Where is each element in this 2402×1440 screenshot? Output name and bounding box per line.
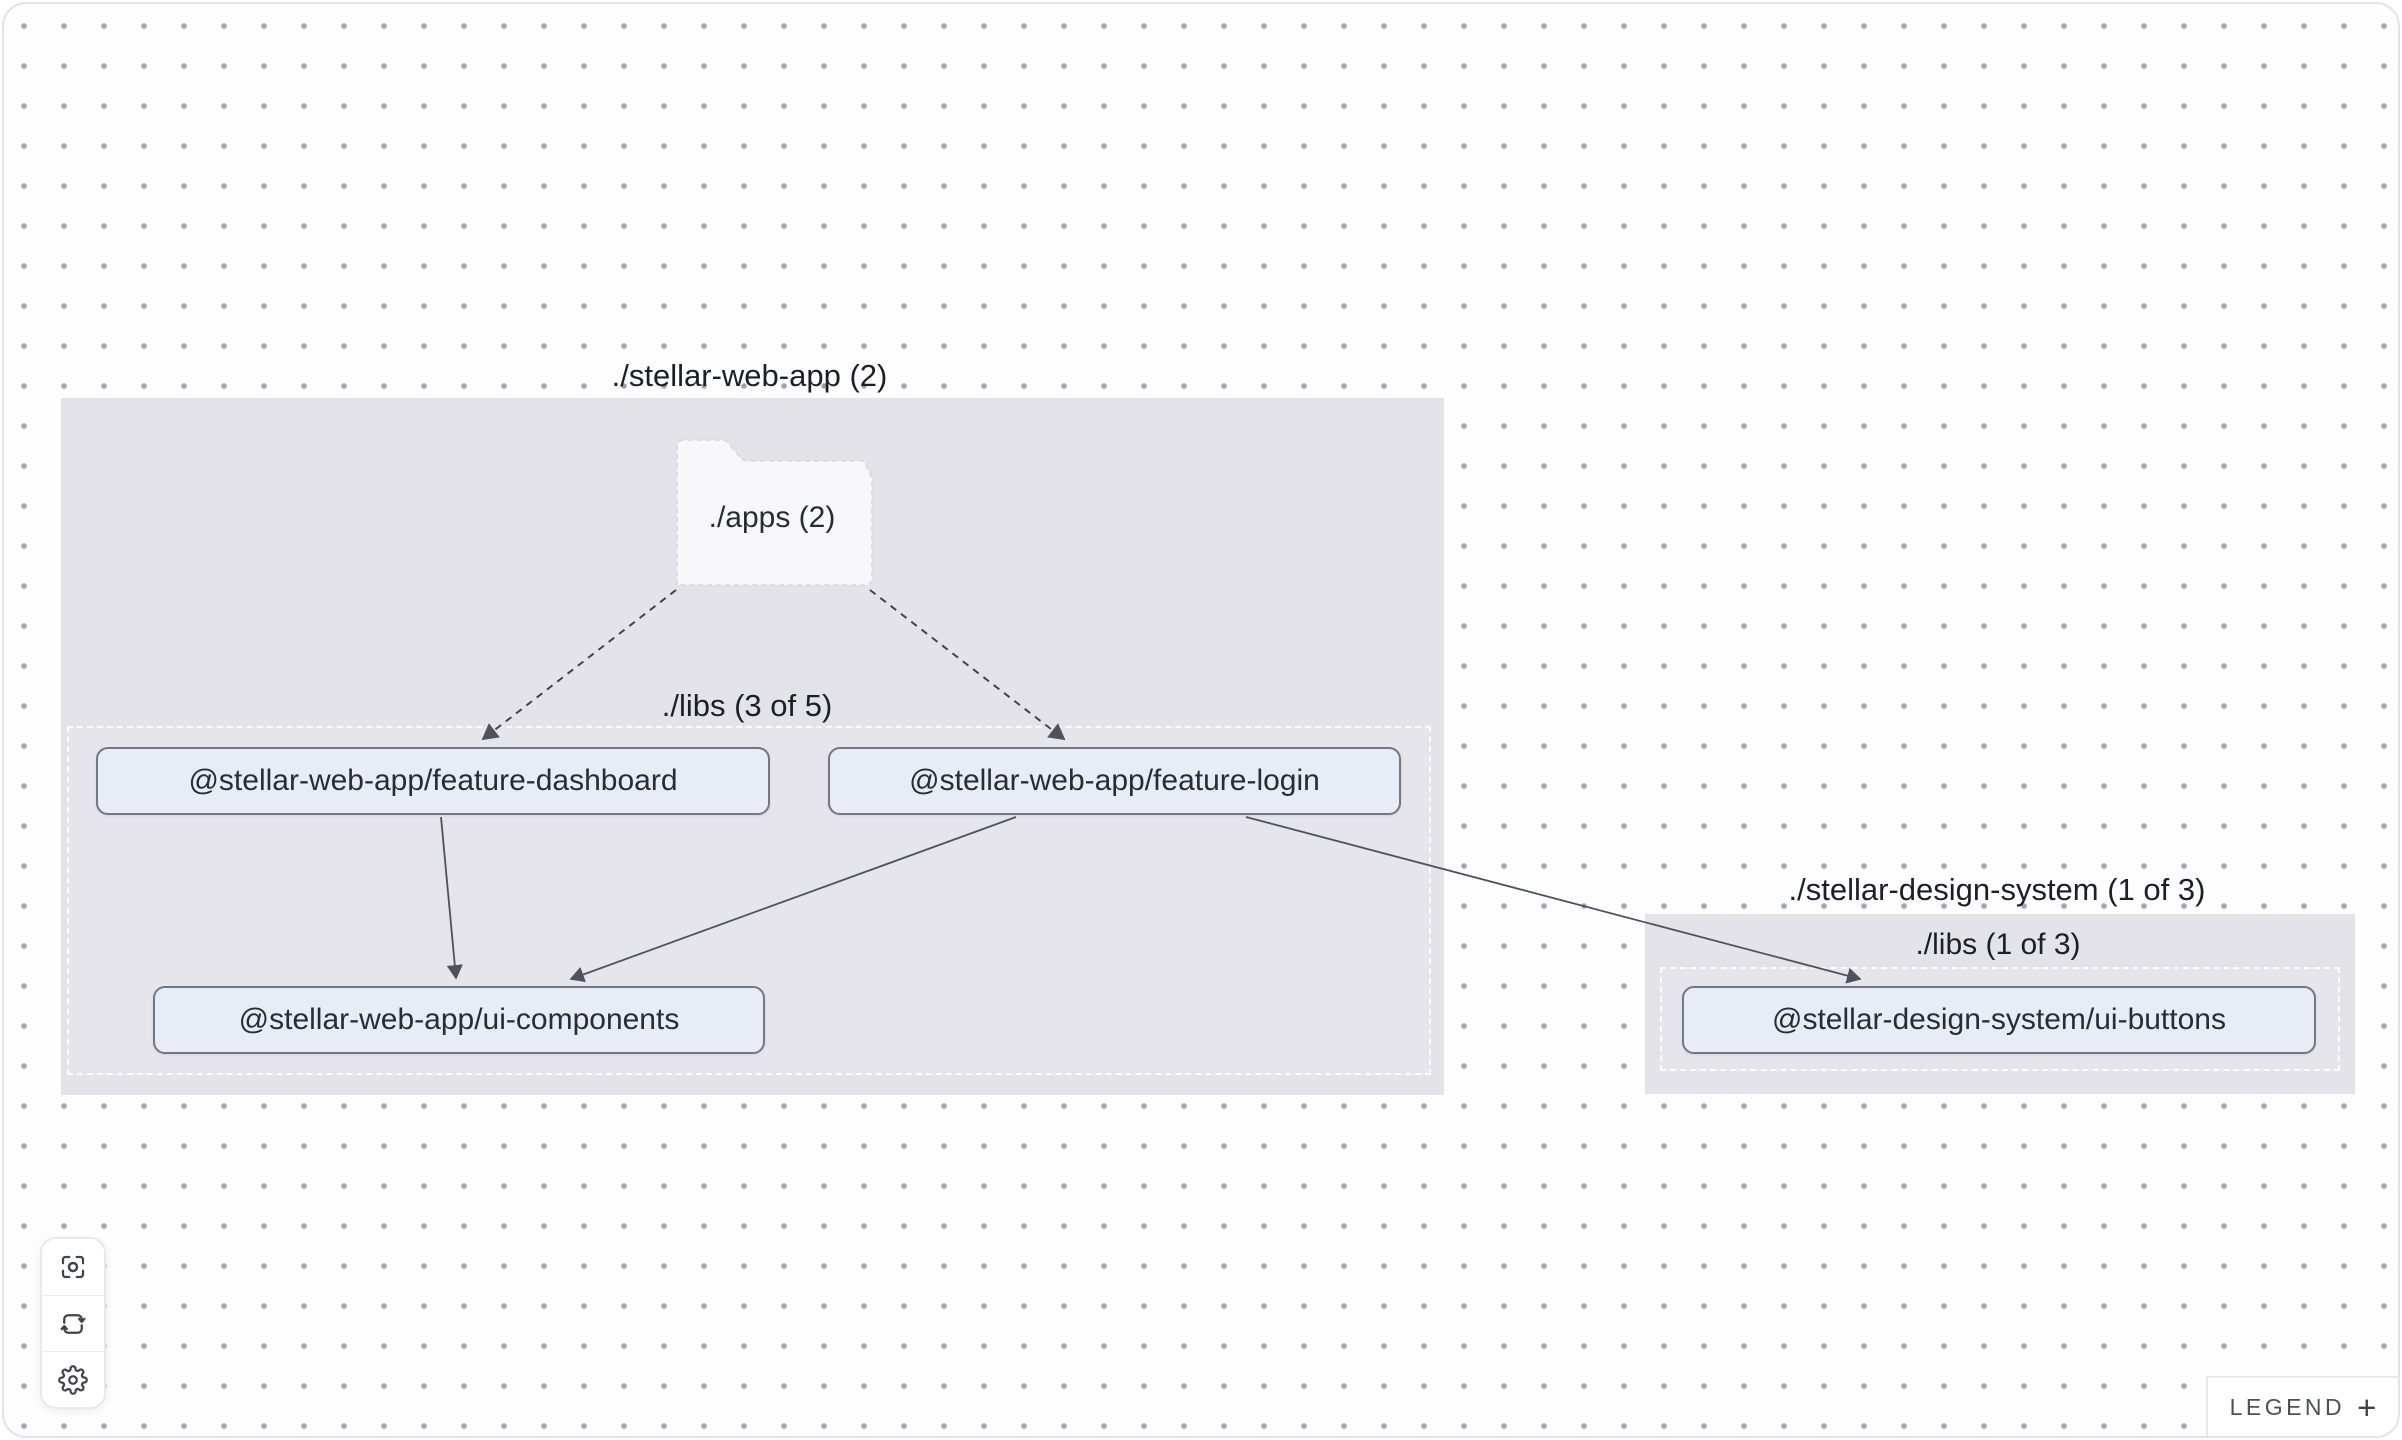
focus-button[interactable] [42, 1239, 104, 1295]
folder-icon[interactable] [667, 431, 877, 591]
gear-icon [58, 1364, 88, 1395]
node-ui-components[interactable]: @stellar-web-app/ui-components [153, 986, 765, 1054]
canvas-toolbar [40, 1237, 106, 1409]
group-label-stellar-design-system: ./stellar-design-system (1 of 3) [1788, 872, 2206, 907]
focus-icon [61, 1255, 85, 1279]
legend-panel[interactable]: LEGEND + [2206, 1376, 2398, 1436]
node-feature-login[interactable]: @stellar-web-app/feature-login [828, 747, 1401, 815]
node-ui-buttons[interactable]: @stellar-design-system/ui-buttons [1682, 986, 2316, 1054]
refresh-icon [60, 1313, 86, 1334]
legend-label: LEGEND [2229, 1393, 2346, 1420]
node-feature-dashboard[interactable]: @stellar-web-app/feature-dashboard [96, 747, 770, 815]
legend-expand-icon: + [2357, 1388, 2377, 1426]
refresh-button[interactable] [42, 1295, 104, 1351]
settings-button[interactable] [42, 1351, 104, 1407]
folder-label-apps[interactable]: ./apps (2) [708, 501, 836, 534]
group-label-stellar-web-app: ./stellar-web-app (2) [611, 358, 888, 393]
